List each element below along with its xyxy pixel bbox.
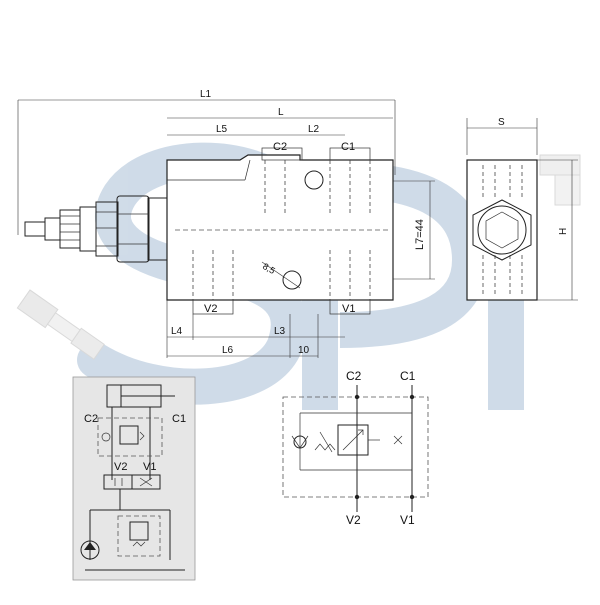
port-v2-label: V2 [204, 303, 217, 315]
port-v1-label: V1 [342, 303, 355, 315]
dim-l-label: L [278, 107, 284, 118]
relief-cartridge [24, 195, 168, 263]
front-view: L1 L L5 L2 C2 C1 8,5 [17, 89, 435, 358]
schematic-c2-label: C2 [346, 369, 362, 383]
panel-pressure-valve-icon [129, 521, 149, 541]
dim-l4-label: L4 [171, 326, 183, 337]
panel-c2-label: C2 [84, 413, 98, 425]
dim-l1-label: L1 [200, 89, 212, 100]
watermark-fitting-icon [16, 289, 105, 360]
hex-nut-icon [472, 199, 532, 261]
panel-relief-icon [119, 425, 139, 445]
watermark-fitting-right-icon [539, 154, 581, 206]
dim-h-label: H [558, 228, 569, 235]
schematic-c1-label: C1 [400, 369, 416, 383]
mounting-hole-top [304, 170, 324, 190]
side-view: S H [466, 117, 578, 301]
dim-s-label: S [498, 117, 505, 128]
schematic-v2-label: V2 [346, 513, 361, 527]
valve-block [166, 154, 394, 301]
panel-c1-label: C1 [172, 413, 186, 425]
port-c1-top-label: C1 [341, 141, 355, 153]
dim-l7-label: L7=44 [414, 219, 426, 250]
mounting-hole-bottom [282, 270, 302, 290]
pump-icon [80, 540, 100, 560]
dim-l3-label: L3 [274, 326, 286, 337]
port-c2-top-label: C2 [273, 141, 287, 153]
dim-l2-label: L2 [308, 124, 320, 135]
hydraulic-schematic: C2 C1 V2 V1 [282, 369, 429, 527]
panel-v1-label: V1 [143, 461, 156, 473]
panel-v2-label: V2 [114, 461, 127, 473]
dim-10-label: 10 [298, 345, 310, 356]
dim-l6-label: L6 [222, 345, 234, 356]
side-block [466, 159, 538, 301]
symbol-panel: C2 C1 V2 V1 [72, 376, 196, 581]
schematic-v1-label: V1 [400, 513, 415, 527]
dim-l5-label: L5 [216, 124, 228, 135]
